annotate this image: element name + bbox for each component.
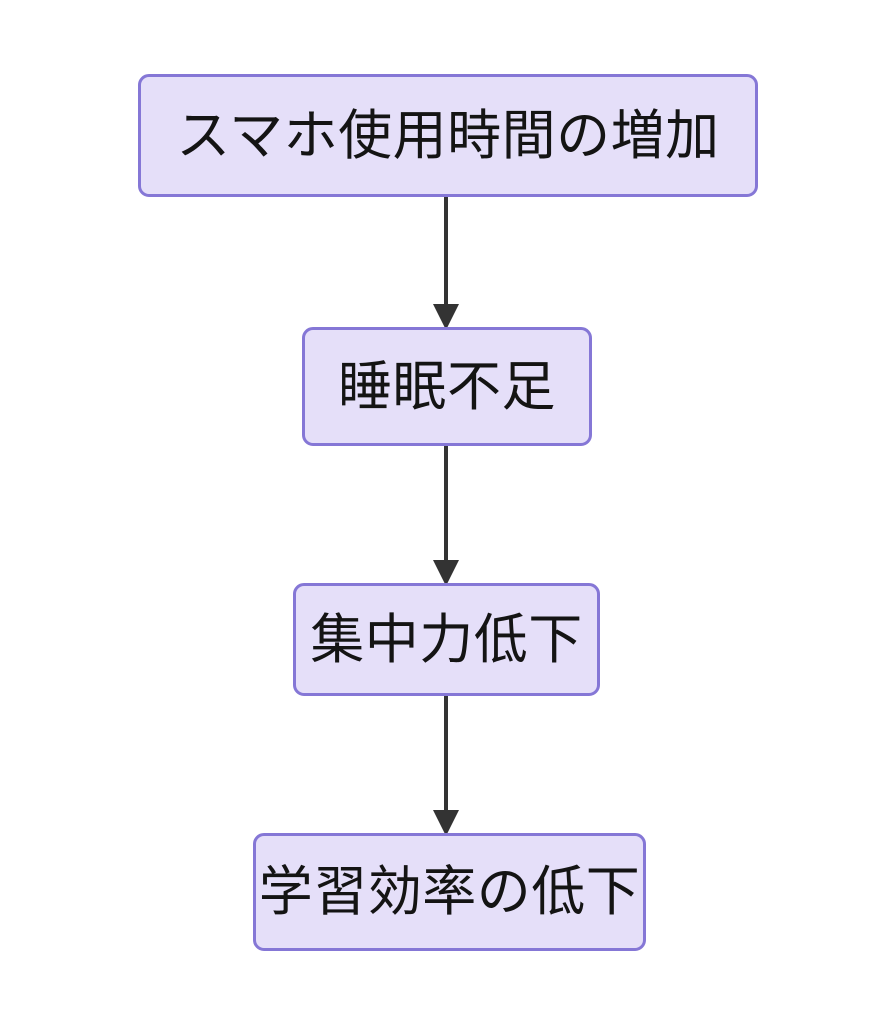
- arrow-down-icon: [433, 560, 459, 586]
- arrow-down-icon: [433, 304, 459, 330]
- flowchart-node-4-label: 学習効率の低下: [258, 860, 641, 923]
- flowchart-node-1-label: スマホ使用時間の増加: [176, 103, 720, 167]
- flowchart-node-3-label: 集中力低下: [310, 607, 583, 671]
- flowchart-node-1[interactable]: スマホ使用時間の増加: [138, 74, 758, 197]
- arrow-down-icon: [433, 810, 459, 836]
- flowchart-edge-1: [433, 194, 459, 330]
- flowchart-node-3[interactable]: 集中力低下: [293, 583, 600, 696]
- flowchart-edge-3: [433, 693, 459, 836]
- flowchart-node-4[interactable]: 学習効率の低下: [253, 833, 646, 951]
- flowchart-node-2-label: 睡眠不足: [338, 354, 556, 418]
- flowchart-edge-2: [433, 443, 459, 586]
- flowchart-node-2[interactable]: 睡眠不足: [302, 327, 592, 446]
